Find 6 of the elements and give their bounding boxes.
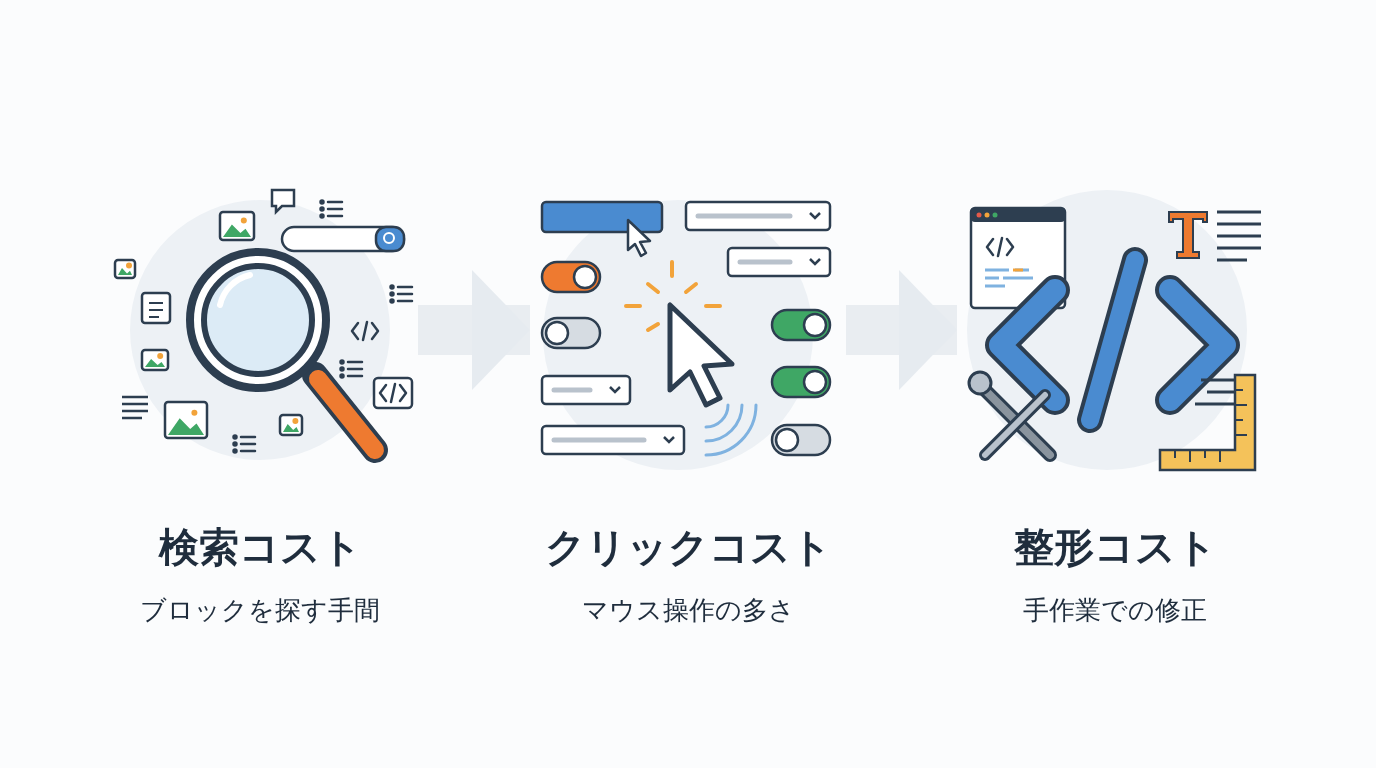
cost-description: 手作業での修正 (1023, 594, 1207, 627)
cost-description: マウス操作の多さ (581, 594, 795, 627)
cost-description: ブロックを探す手間 (140, 594, 380, 627)
cost-heading: クリックコスト (544, 523, 832, 572)
cost-heading: 検索コスト (158, 523, 362, 572)
cost-heading: 整形コスト (1013, 523, 1217, 572)
